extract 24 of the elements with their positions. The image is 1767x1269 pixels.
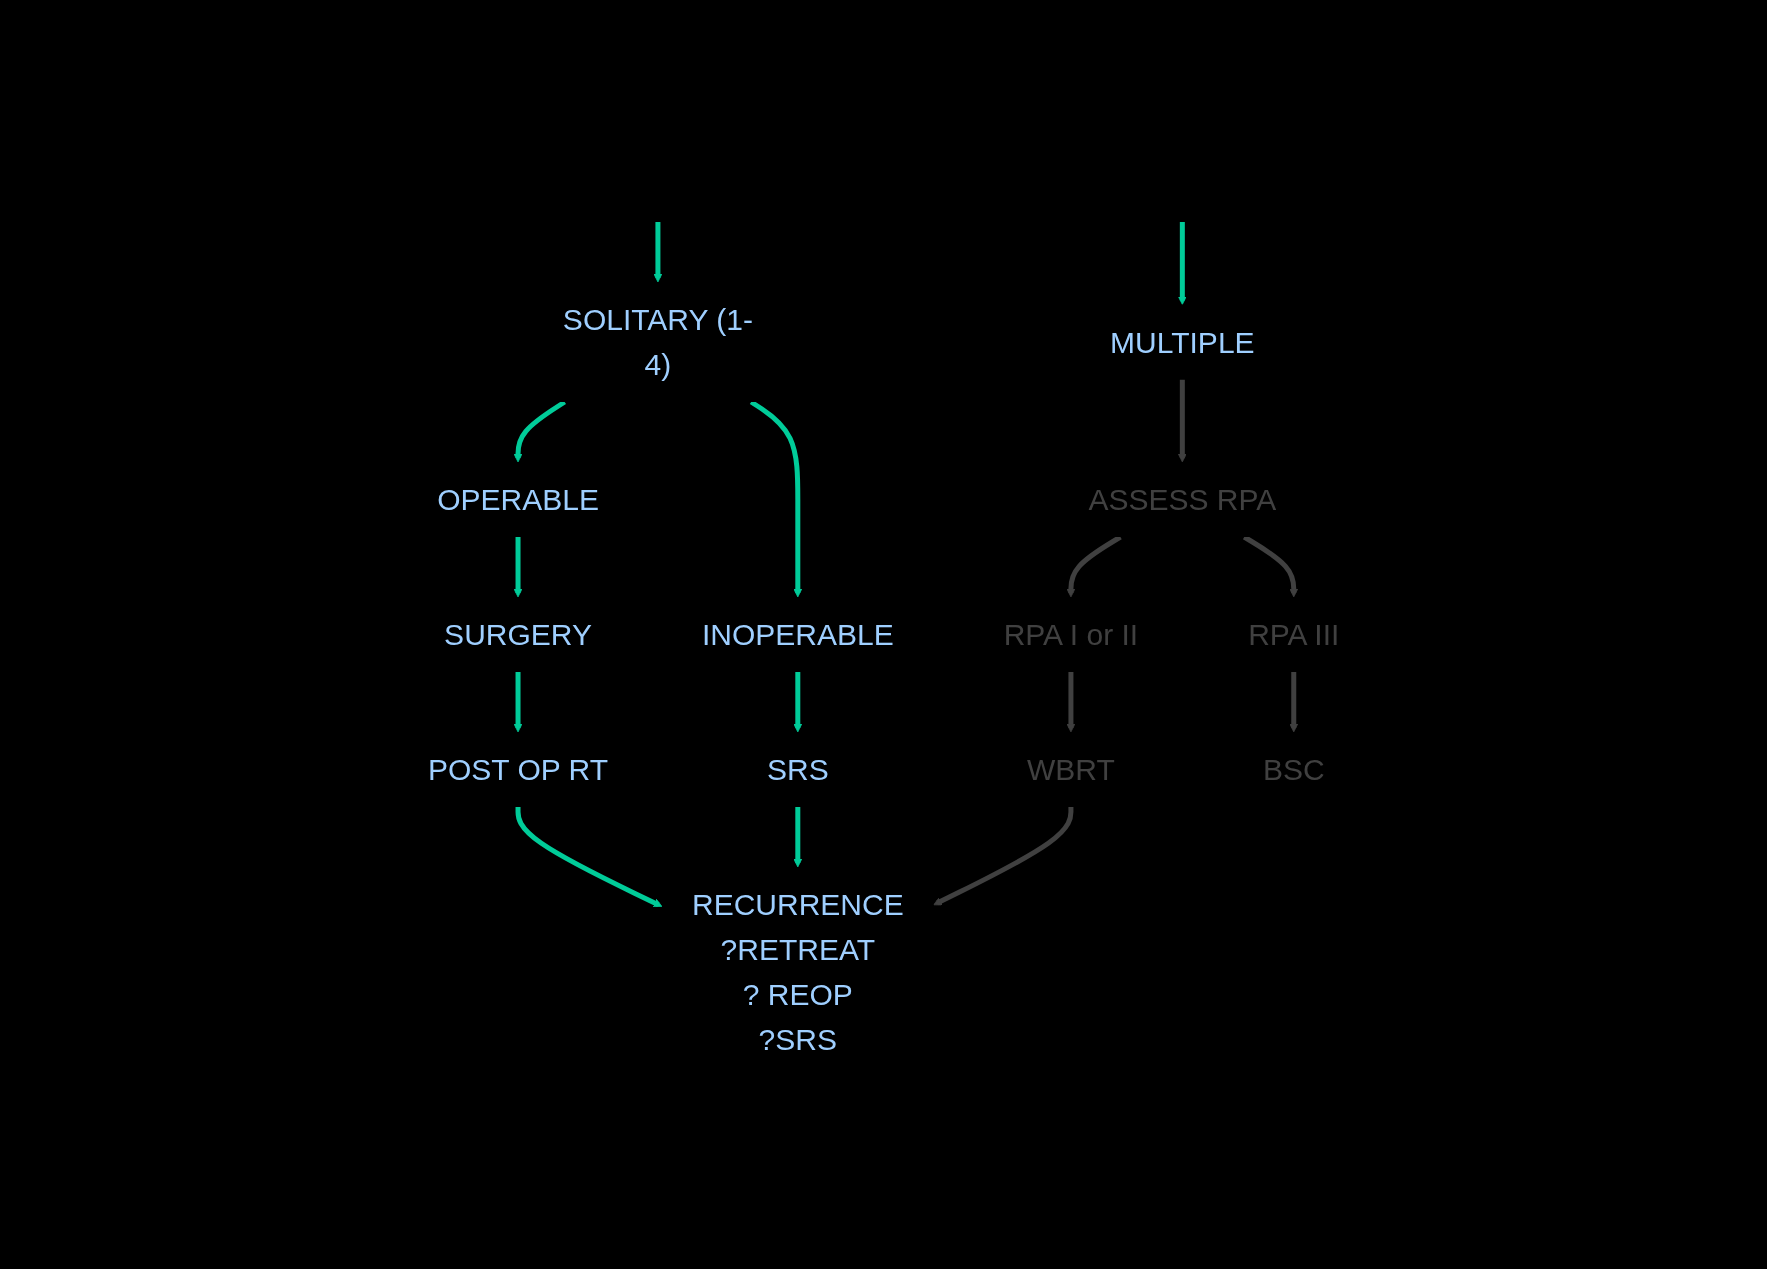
arrow	[1177, 222, 1187, 305]
node-text: SURGERY	[443, 618, 592, 651]
arrow	[1289, 672, 1298, 733]
node-text: RPA III	[1248, 618, 1340, 651]
arrow	[653, 222, 663, 283]
arrow	[933, 807, 1074, 906]
arrow	[1066, 672, 1076, 733]
node-text: SOLITARY (1-4)	[562, 303, 753, 381]
node-text: OPERABLE	[436, 483, 599, 516]
node-text: RPA I or II	[1003, 618, 1138, 651]
node-text: WBRT	[1026, 753, 1115, 786]
arrow	[513, 672, 523, 733]
arrow	[793, 672, 803, 733]
arrow	[513, 537, 523, 598]
node-text: BSC	[1262, 753, 1325, 786]
node-text: RECURRENCE ?RETREAT ? REOP ?SRS	[691, 888, 904, 1056]
arrow	[1177, 379, 1187, 463]
node-text: SRS	[766, 753, 829, 786]
arrow	[793, 807, 803, 868]
arrow	[515, 807, 663, 907]
node-text: POST OP RT	[427, 753, 608, 786]
node-text: ASSESS RPA	[1088, 483, 1277, 516]
node-text: INOPERABLE	[701, 618, 894, 651]
node-text: MULTIPLE	[1109, 325, 1255, 359]
